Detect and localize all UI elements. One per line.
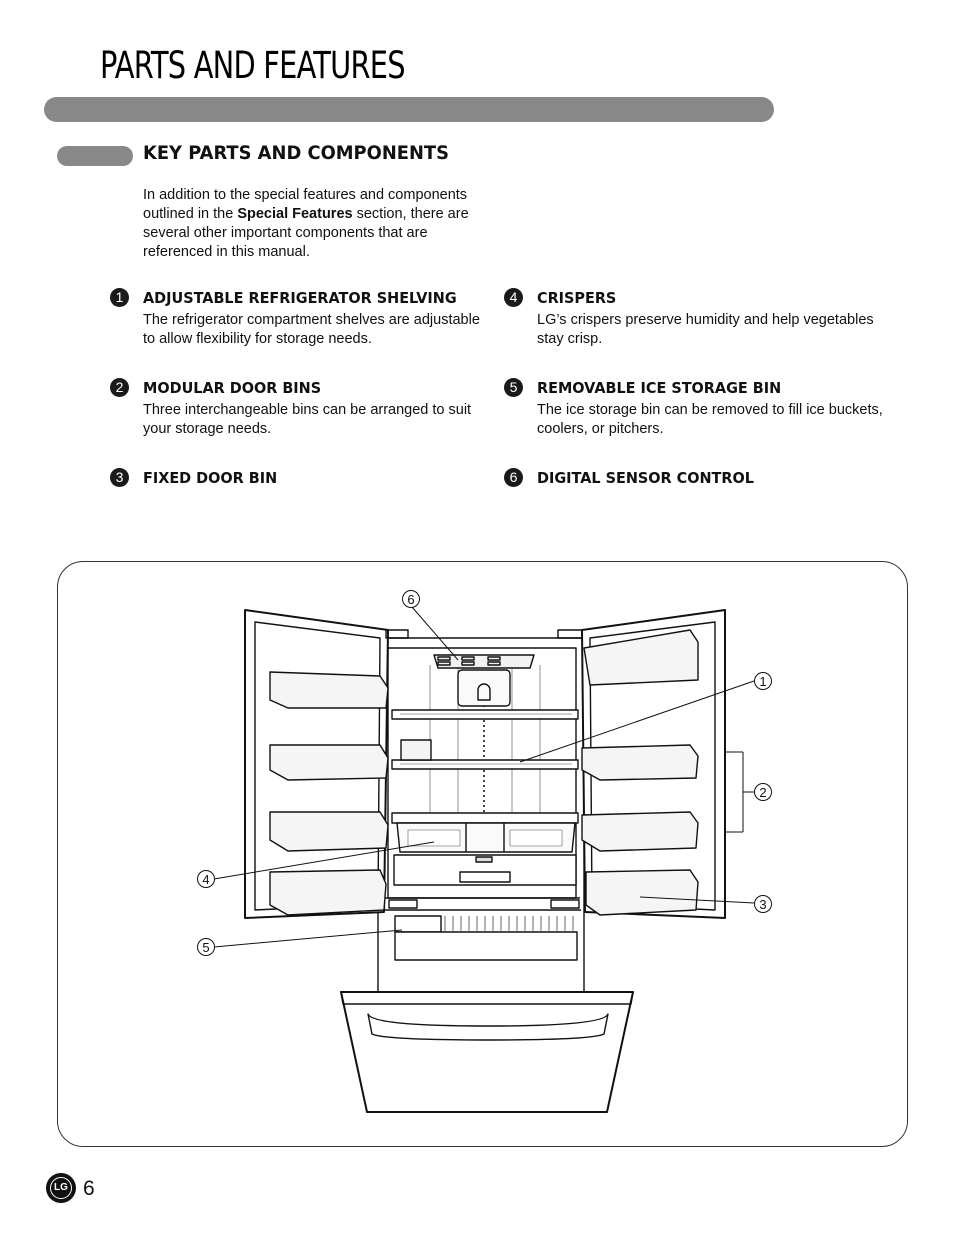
page-number: 6: [83, 1177, 95, 1200]
feature-description: LG’s crispers preserve humidity and help…: [537, 312, 874, 347]
feature-title: DIGITAL SENSOR CONTROL: [537, 469, 754, 487]
feature-title: FIXED DOOR BIN: [143, 469, 278, 487]
freezer-drawer: [340, 991, 634, 1113]
feature-item-6: 6 DIGITAL SENSOR CONTROL: [504, 467, 887, 491]
feature-number-badge: 2: [110, 378, 129, 397]
digital-sensor-control: [433, 654, 535, 707]
intro-bold-text: Special Features: [237, 206, 353, 222]
feature-description: Three interchangeable bins can be arrang…: [143, 402, 472, 437]
adjustable-shelves: [391, 709, 579, 824]
feature-number-badge: 6: [504, 468, 523, 487]
intro-text-end: section, there are several other importa…: [143, 206, 469, 260]
lg-logo-icon: LG: [46, 1173, 76, 1203]
feature-title: MODULAR DOOR BINS: [143, 379, 322, 397]
hinge-detail: [550, 899, 580, 909]
crisper-drawers: [393, 822, 577, 886]
feature-item-1: 1 ADJUSTABLE REFRIGERATOR SHELVING The r…: [110, 287, 493, 349]
section-marker: [57, 146, 133, 166]
intro-paragraph: In addition to the special features and …: [143, 186, 483, 262]
intro-text-start: In addition to the special features and …: [143, 187, 468, 222]
feature-number-badge: 3: [110, 468, 129, 487]
section-heading: KEY PARTS AND COMPONENTS: [143, 142, 449, 164]
feature-number-badge: 4: [504, 288, 523, 307]
feature-description: The refrigerator compartment shelves are…: [143, 312, 480, 347]
logo-ring: [50, 1177, 72, 1199]
hinge-detail: [388, 899, 418, 909]
feature-title: ADJUSTABLE REFRIGERATOR SHELVING: [143, 289, 457, 307]
callout-2: 2: [754, 783, 772, 801]
feature-item-4: 4 CRISPERS LG’s crispers preserve humidi…: [504, 287, 887, 349]
callout-3: 3: [754, 895, 772, 913]
feature-item-3: 3 FIXED DOOR BIN: [110, 467, 493, 491]
callout-4: 4: [197, 870, 215, 888]
callout-6: 6: [402, 590, 420, 608]
feature-number-badge: 5: [504, 378, 523, 397]
feature-description: The ice storage bin can be removed to fi…: [537, 402, 883, 437]
ice-storage-area: [394, 915, 578, 961]
feature-item-5: 5 REMOVABLE ICE STORAGE BIN The ice stor…: [504, 377, 887, 439]
feature-title: REMOVABLE ICE STORAGE BIN: [537, 379, 782, 397]
feature-title: CRISPERS: [537, 289, 617, 307]
callout-1: 1: [754, 672, 772, 690]
title-bar: [44, 97, 774, 122]
feature-item-2: 2 MODULAR DOOR BINS Three interchangeabl…: [110, 377, 493, 439]
left-door: [244, 609, 409, 919]
logo-text: LG: [54, 1182, 68, 1193]
diagram-frame: [57, 561, 908, 1147]
page-title: PARTS AND FEATURES: [100, 44, 406, 87]
feature-number-badge: 1: [110, 288, 129, 307]
callout-5: 5: [197, 938, 215, 956]
callout-leader-lines: [213, 606, 755, 948]
right-door: [557, 609, 726, 919]
